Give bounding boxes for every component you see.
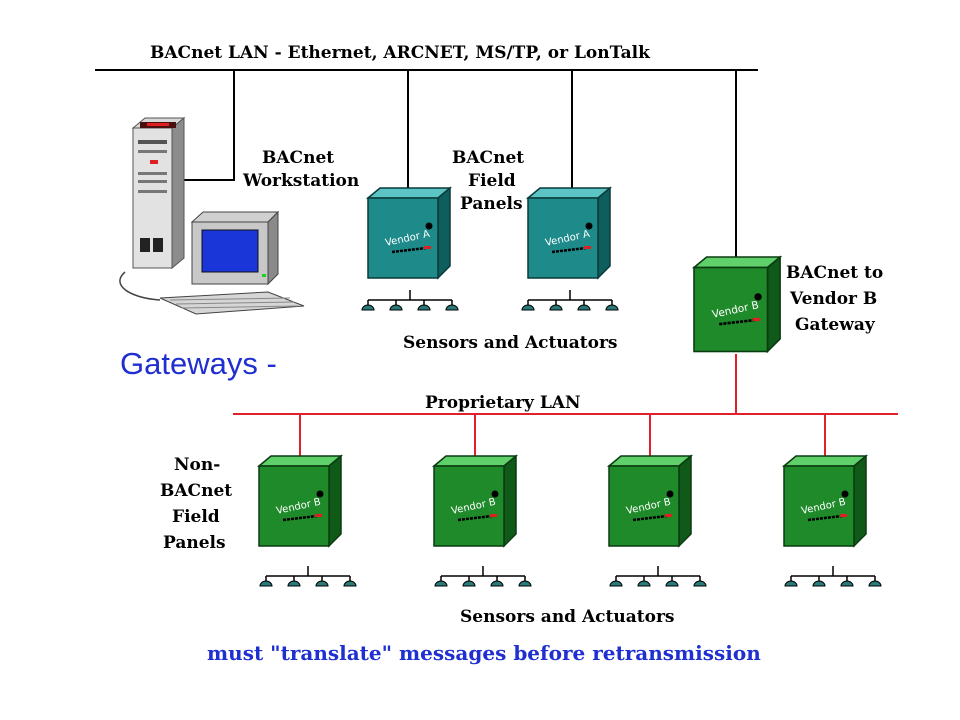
- vendor-a-panel-1: Vendor A: [366, 186, 452, 280]
- field-panels-label-line3: Panels: [460, 194, 523, 214]
- vendor-b-panel-1: Vendor B: [257, 454, 343, 548]
- workstation-label-line2: Workstation: [242, 171, 359, 191]
- non-bacnet-label-line2: BACnet: [160, 481, 232, 501]
- workstation: [119, 116, 305, 315]
- caption: must "translate" messages before retrans…: [207, 641, 761, 665]
- vendor-a-panel-2: Vendor A: [526, 186, 612, 280]
- non-bacnet-label-line3: Field: [172, 507, 220, 527]
- sensor-group-b2: [434, 565, 532, 587]
- vendor-b-panel-2: Vendor B: [432, 454, 518, 548]
- field-panels-label-line1: BACnet: [452, 148, 524, 168]
- sensors-bottom-label: Sensors and Actuators: [460, 607, 674, 627]
- non-bacnet-label-line1: Non-: [174, 455, 220, 475]
- gateway-panel: Vendor B: [692, 255, 782, 353]
- sensor-group-b4: [784, 565, 882, 587]
- sensor-group-b1: [259, 565, 357, 587]
- gateway-label-line2: Vendor B: [789, 289, 877, 309]
- gateway-label-line3: Gateway: [795, 315, 876, 335]
- proprietary-lan-label: Proprietary LAN: [425, 393, 581, 413]
- sensor-group-b3: [609, 565, 707, 587]
- bacnet-lan-label: BACnet LAN - Ethernet, ARCNET, MS/TP, or…: [150, 43, 651, 63]
- gateways-heading: Gateways -: [120, 346, 277, 381]
- workstation-drop: [180, 70, 235, 181]
- sensor-group-a2: [521, 289, 619, 311]
- vendor-b-panel-3: Vendor B: [607, 454, 693, 548]
- field-panels-label-line2: Field: [468, 171, 516, 191]
- gateway-label-line1: BACnet to: [786, 263, 883, 283]
- non-bacnet-label-line4: Panels: [163, 533, 226, 553]
- sensors-top-label: Sensors and Actuators: [403, 333, 617, 353]
- vendor-b-panel-4: Vendor B: [782, 454, 868, 548]
- monitor-screen: [201, 229, 259, 273]
- sensor-group-a1: [361, 289, 459, 311]
- workstation-label-line1: BACnet: [262, 148, 334, 168]
